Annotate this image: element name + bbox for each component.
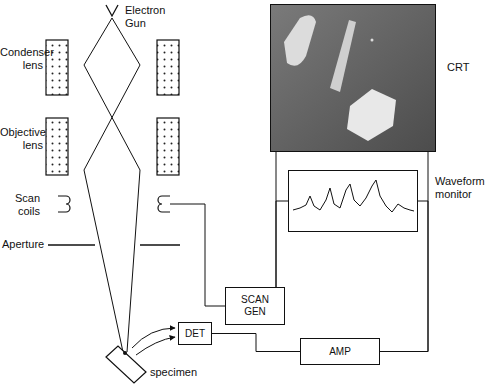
scan-generator-box: SCAN GEN: [225, 287, 285, 325]
waveform-trace: [293, 180, 414, 212]
device-label: Waveform monitor: [435, 175, 487, 201]
scan-coil-symbol: [58, 196, 70, 212]
aperture-plate: [48, 244, 95, 246]
scan-coil-symbol: [158, 196, 170, 212]
crt-particle: [330, 20, 356, 92]
condenser-lens-coil: [157, 40, 179, 95]
detector-box: DET: [178, 322, 212, 345]
box-label: SCAN GEN: [235, 294, 275, 318]
objective-lens-coil: [46, 118, 68, 175]
objective-lens-coil: [157, 118, 179, 175]
condenser-lens-coil: [46, 40, 68, 95]
signal-wire: [380, 201, 428, 352]
device-label: CRT: [447, 61, 487, 74]
part-label: Scan coils: [4, 192, 40, 218]
beam-spot: [123, 351, 127, 355]
electron-gun-symbol: [106, 5, 118, 16]
part-label: Aperture: [2, 238, 48, 251]
signal-wire: [212, 334, 300, 352]
aperture-plate: [140, 244, 180, 246]
signal-wire: [276, 201, 288, 287]
box-label: DET: [185, 328, 205, 340]
crt-particle: [284, 15, 316, 66]
crt-screen: CRT: [270, 4, 436, 152]
electron-beam-ray: [84, 18, 140, 352]
amplifier-box: AMP: [300, 338, 380, 365]
waveform-monitor-box: Waveform monitor: [288, 170, 418, 232]
crt-image: [271, 5, 435, 151]
part-label: specimen: [150, 366, 210, 379]
part-label: Electron Gun: [125, 4, 175, 30]
part-label: Condenser lens: [0, 46, 43, 72]
signal-arrow: [136, 337, 175, 355]
scan-coil-wire: [170, 204, 225, 306]
part-label: Objective lens: [0, 126, 43, 152]
electron-beam-ray: [84, 18, 140, 352]
crt-particle: [347, 89, 396, 141]
box-label: AMP: [329, 346, 351, 358]
signal-wire: [380, 152, 428, 352]
crt-particle: [371, 39, 374, 42]
